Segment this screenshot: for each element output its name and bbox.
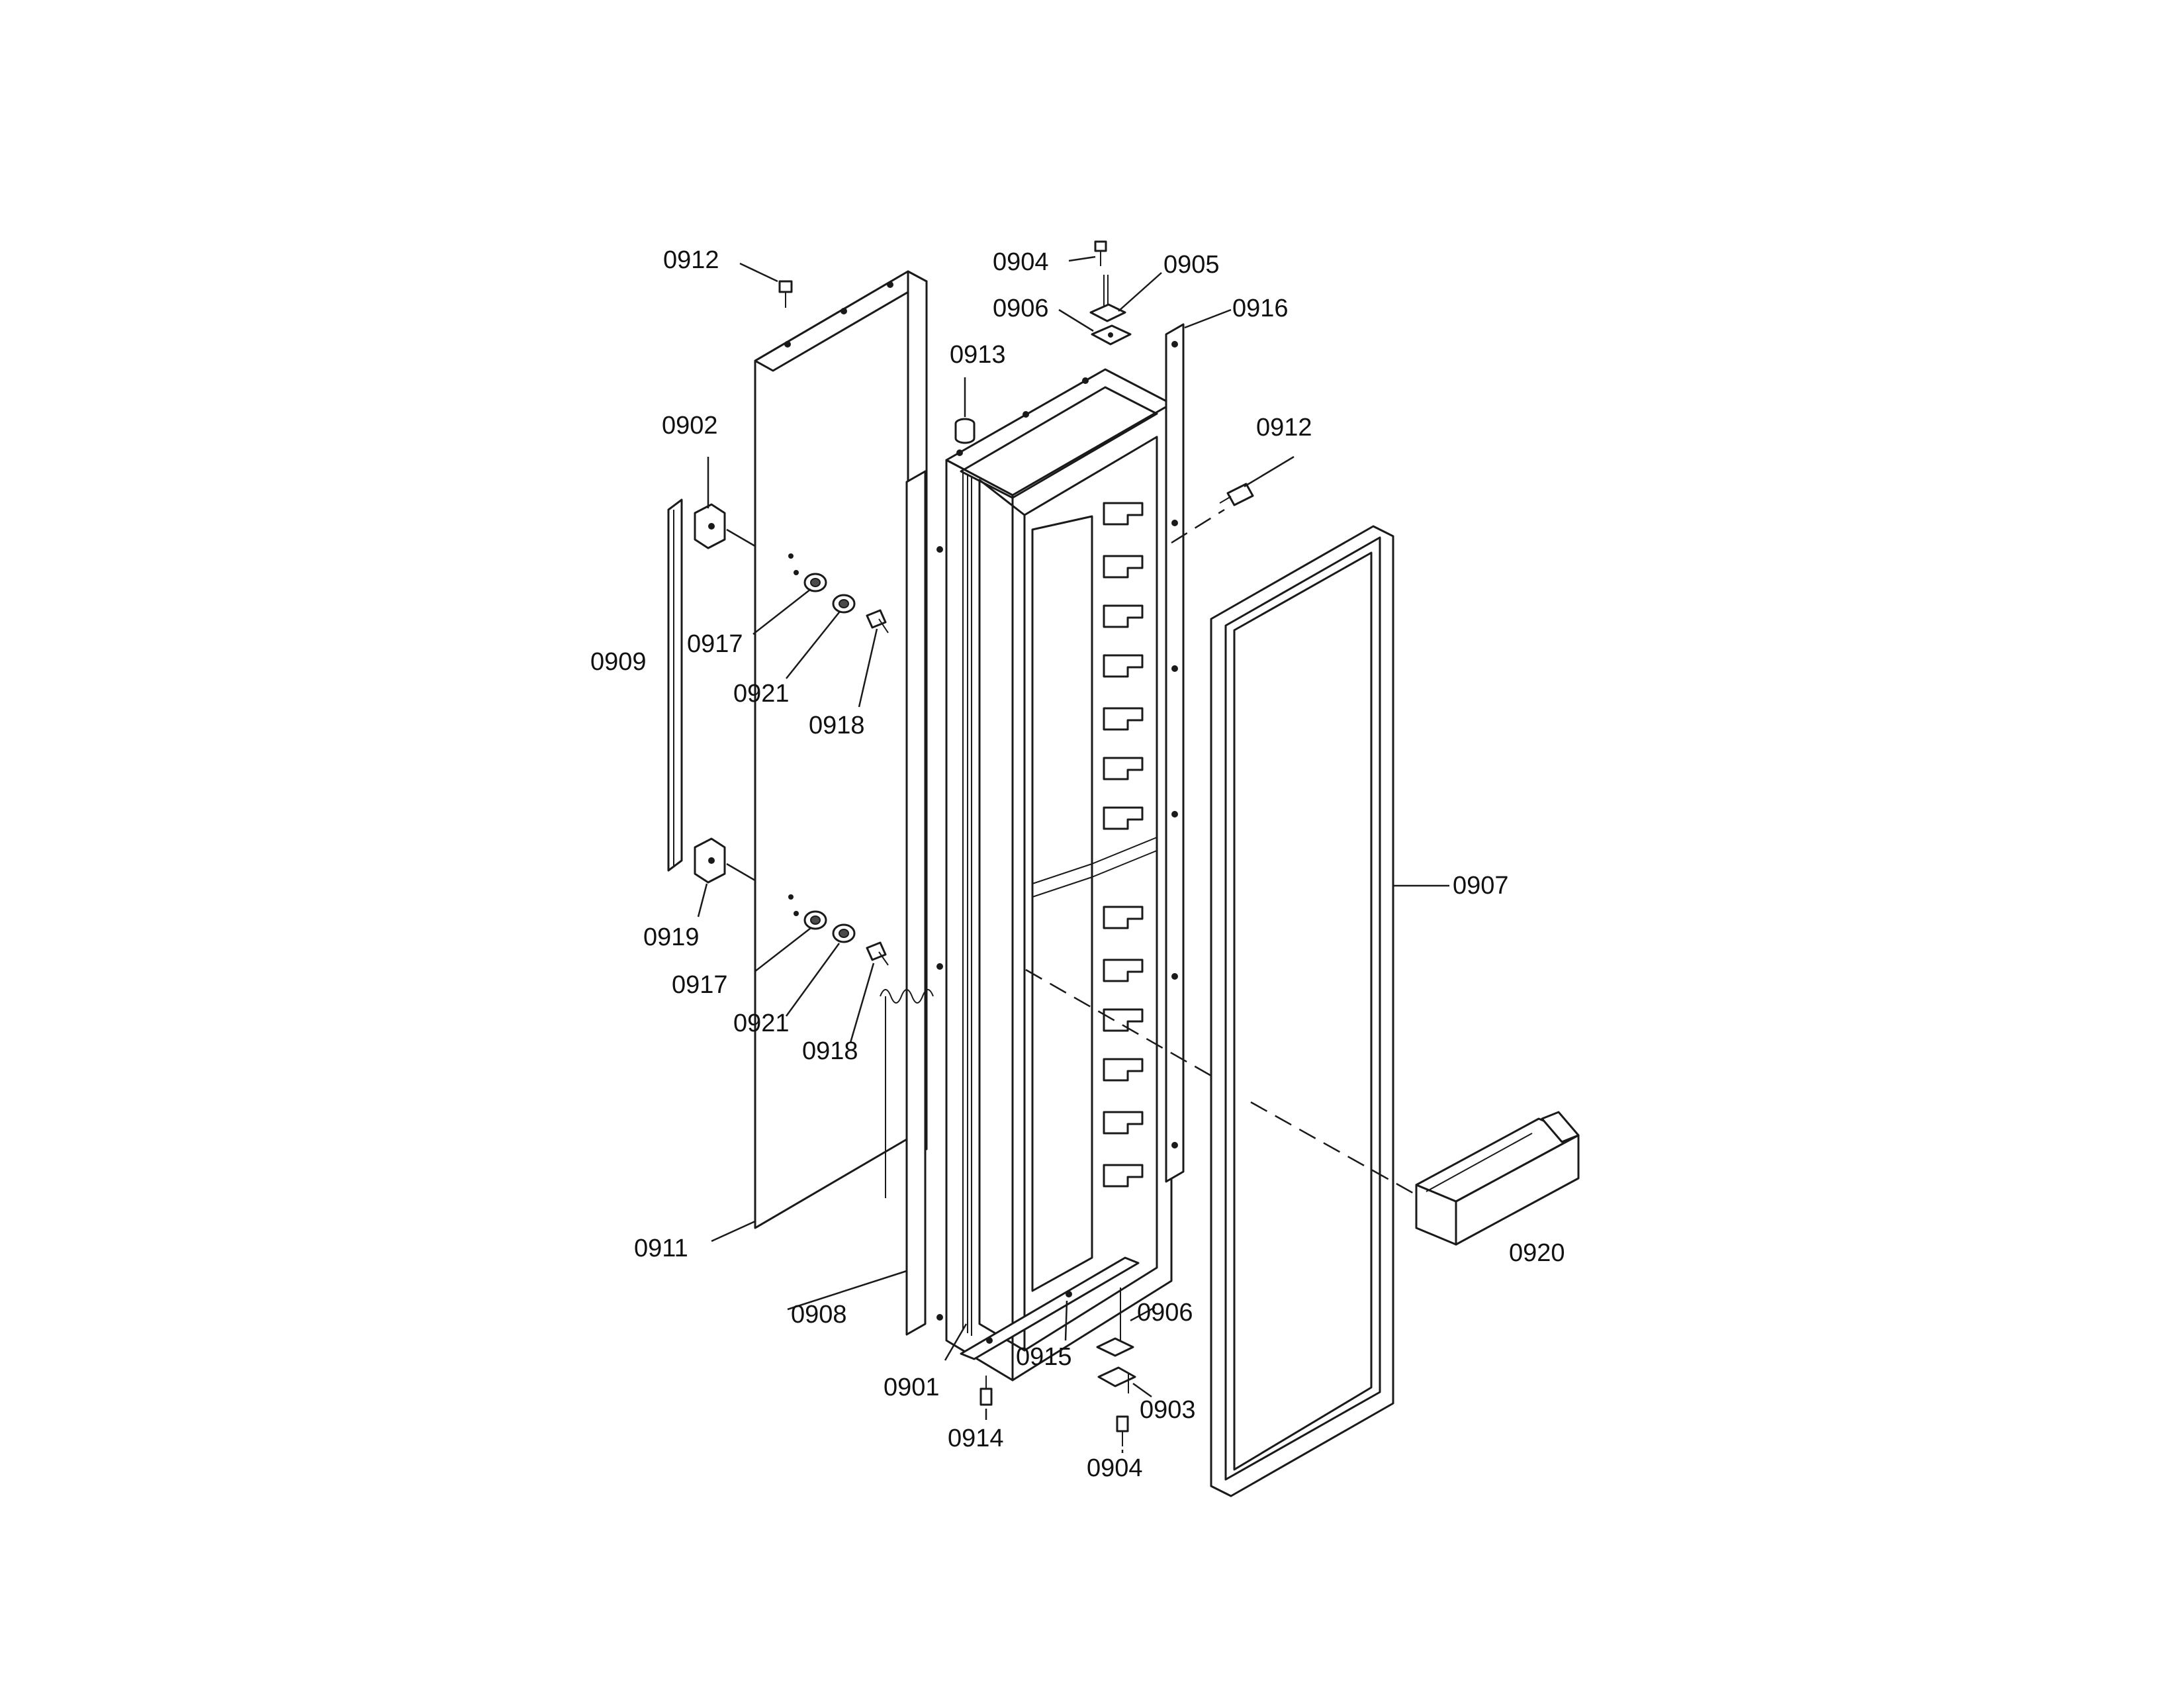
callout-0905: 0905 [1163, 251, 1220, 279]
top-hinge-assembly [1089, 240, 1132, 346]
gasket-strip-0908 [905, 470, 927, 1336]
callout-0919: 0919 [643, 923, 700, 951]
gasket-strip-0916 [1165, 323, 1185, 1183]
callout-0916: 0916 [1232, 295, 1289, 322]
callout-0902: 0902 [662, 412, 718, 440]
callout-0901: 0901 [884, 1374, 940, 1401]
alignment-lines [1025, 508, 1417, 1196]
bushing-0913 [954, 418, 976, 444]
upper-fasteners [788, 553, 889, 633]
screw-0914 [979, 1376, 993, 1406]
bottom-strip-0915 [960, 1256, 1140, 1360]
callout-0906-top: 0906 [993, 295, 1049, 322]
cut-line [880, 989, 934, 1198]
handle-bar-0909 [667, 498, 683, 872]
callout-labels: 0912 0904 0905 0906 0916 0913 0912 0902 … [590, 246, 1565, 1482]
bottom-hinge-assembly [1096, 1288, 1136, 1446]
callout-0914: 0914 [948, 1425, 1004, 1452]
callout-0906-bottom: 0906 [1137, 1299, 1193, 1327]
callout-0917-upper: 0917 [687, 630, 743, 658]
leader-lines [697, 256, 1449, 1453]
callout-0912-right: 0912 [1256, 414, 1312, 442]
outer-panel-0911 [754, 270, 928, 1229]
end-cap-0902 [694, 503, 726, 549]
door-gasket-0907 [1210, 525, 1394, 1497]
door-liner-0901 [936, 368, 1173, 1382]
callout-0903: 0903 [1140, 1396, 1196, 1424]
callout-0921-lower: 0921 [733, 1009, 790, 1037]
callout-0904-top: 0904 [993, 248, 1049, 276]
callout-0917-lower: 0917 [672, 971, 728, 999]
callout-0908: 0908 [791, 1301, 847, 1329]
callout-0909: 0909 [590, 648, 647, 676]
callout-0918-upper: 0918 [809, 712, 865, 739]
callout-0915: 0915 [1016, 1343, 1072, 1371]
end-cap-0919 [694, 837, 726, 884]
callout-0913: 0913 [950, 341, 1006, 369]
callout-0912-top: 0912 [663, 246, 719, 274]
lower-fasteners [788, 894, 889, 966]
callout-0921-upper: 0921 [733, 680, 790, 708]
shelf-brackets [1103, 502, 1144, 1188]
callout-0907: 0907 [1453, 872, 1509, 900]
callout-0918-lower: 0918 [802, 1037, 858, 1065]
door-bin-0920 [1415, 1111, 1580, 1246]
screw-0912-right [1219, 483, 1254, 506]
callout-0904-bottom: 0904 [1087, 1454, 1143, 1482]
callout-0920: 0920 [1509, 1239, 1565, 1267]
screw-0912-top [778, 280, 793, 308]
callout-0911: 0911 [634, 1235, 688, 1262]
